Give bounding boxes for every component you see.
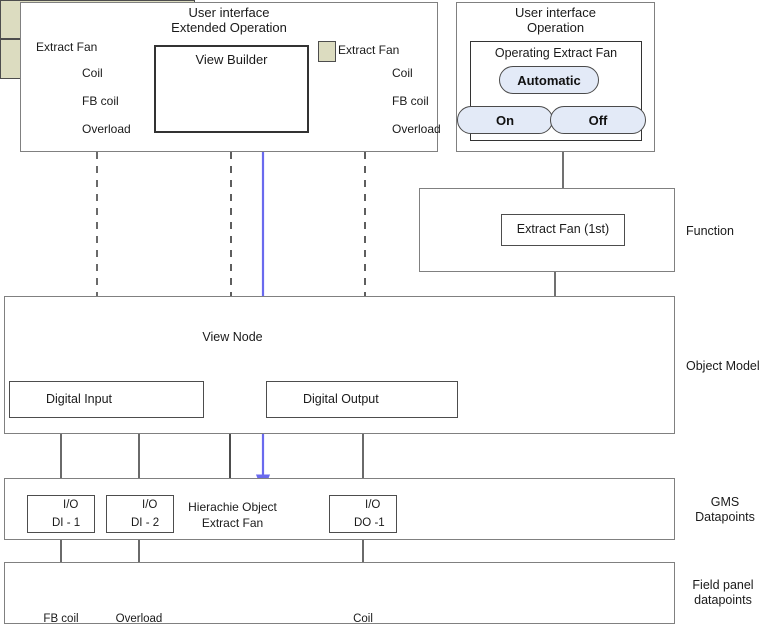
view-builder-label: View Builder: [195, 52, 268, 67]
gms-side-label-line2: Datapoints: [695, 510, 755, 524]
view-builder-box[interactable]: [154, 45, 309, 133]
ui-operation-title-line1: User interface: [515, 5, 596, 20]
datapoint-di-1-type: I/O: [63, 499, 79, 511]
right-signal-label-fbcoil: FB coil: [392, 94, 429, 108]
extract-fan-function-label: Extract Fan (1st): [516, 222, 610, 236]
datapoint-do-1-type: I/O: [365, 499, 381, 511]
digital-input-label: Digital Input: [46, 392, 113, 406]
fp-side-label-line1: Field panel: [692, 578, 754, 592]
digital-output-label: Digital Output: [303, 392, 379, 406]
right-group-title: Extract Fan: [338, 43, 400, 57]
ui-extended-title-line1: User interface: [188, 5, 270, 20]
side-label-object-model: Object Model: [686, 359, 760, 373]
datapoint-di-2-name: DI - 2: [131, 517, 160, 529]
off-button[interactable]: Off: [550, 106, 646, 134]
view-node-label: View Node: [202, 330, 263, 344]
gms-side-label-line1: GMS: [710, 495, 740, 509]
field-point-label-fbcoil: FB coil: [43, 613, 79, 625]
fp-side-label-line2: datapoints: [694, 593, 752, 607]
datapoint-do-1[interactable]: [329, 495, 397, 533]
right-signal-label-overload: Overload: [392, 122, 441, 136]
hierarchy-object-line2: Extract Fan: [201, 516, 264, 530]
field-point-label-overload: Overload: [115, 613, 163, 625]
hierarchy-object-line1: Hierachie Object: [188, 500, 277, 514]
operating-extract-fan-title: Operating Extract Fan: [494, 46, 618, 60]
field-point-label-coil: Coil: [353, 613, 373, 625]
panel-field-panel-datapoints: [4, 562, 675, 624]
extract-fan-tree-swatch-icon: [318, 41, 336, 62]
ui-extended-title-line2: Extended Operation: [171, 20, 287, 35]
datapoint-di-2-type: I/O: [142, 499, 158, 511]
left-signal-label-fbcoil: FB coil: [82, 94, 119, 108]
automatic-button[interactable]: Automatic: [499, 66, 599, 94]
left-signal-label-coil: Coil: [82, 66, 103, 80]
left-signal-label-overload: Overload: [82, 122, 131, 136]
datapoint-di-1-name: DI - 1: [52, 517, 81, 529]
left-group-title: Extract Fan: [36, 40, 98, 54]
extract-fan-function-box[interactable]: [501, 214, 625, 246]
datapoint-di-2[interactable]: [106, 495, 174, 533]
side-label-function: Function: [686, 224, 734, 238]
datapoint-di-1[interactable]: [27, 495, 95, 533]
datapoint-do-1-name: DO -1: [354, 517, 385, 529]
right-signal-label-coil: Coil: [392, 66, 413, 80]
digital-input-box[interactable]: [9, 381, 204, 418]
digital-output-box[interactable]: [266, 381, 458, 418]
on-button[interactable]: On: [457, 106, 553, 134]
ui-operation-title-line2: Operation: [526, 20, 585, 35]
